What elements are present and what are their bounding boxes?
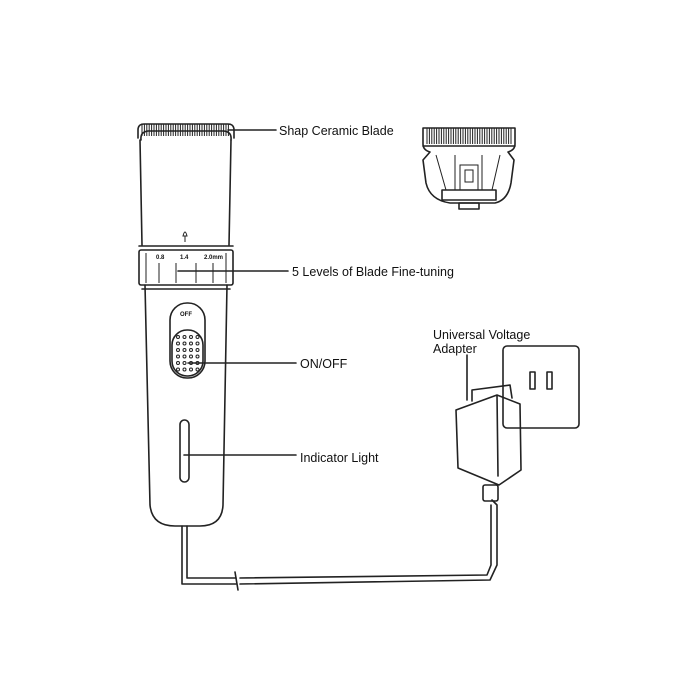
label-fine-tuning: 5 Levels of Blade Fine-tuning — [292, 265, 454, 279]
grip-dot — [189, 354, 193, 359]
grip-dot — [182, 335, 187, 339]
grip-dot — [176, 341, 180, 346]
grip-dot — [176, 354, 180, 359]
clipper-body — [137, 123, 235, 527]
grip-dot — [182, 341, 187, 346]
label-ceramic-blade: Shap Ceramic Blade — [279, 124, 394, 138]
grip-dot — [195, 354, 200, 359]
grip-dot — [189, 341, 193, 346]
grip-dot — [176, 348, 180, 352]
grip-dot — [195, 367, 200, 372]
label-indicator-light: Indicator Light — [300, 451, 379, 465]
label-adapter-line2: Adapter — [433, 342, 477, 356]
on-off-switch: OFF — [169, 302, 206, 379]
grip-dot — [176, 335, 180, 339]
grip-dot — [195, 341, 200, 346]
switch-grip-dots — [176, 335, 200, 372]
grip-dot — [182, 361, 187, 365]
label-adapter-line1: Universal Voltage — [433, 328, 530, 342]
power-cord — [181, 499, 498, 585]
fine-tuning-dial: 0.8 1.4 2.0mm — [138, 231, 234, 290]
grip-dot — [182, 348, 187, 352]
dial-mark-2-0: 2.0mm — [204, 255, 223, 261]
grip-dot — [189, 348, 193, 352]
grip-dot — [182, 367, 187, 372]
wall-outlet — [502, 345, 580, 429]
blade-teeth — [141, 124, 229, 136]
grip-dot — [176, 367, 180, 372]
switch-off-label: OFF — [180, 312, 192, 318]
blade-tooth-lines — [141, 124, 229, 136]
power-adapter — [455, 345, 580, 502]
label-on-off: ON/OFF — [300, 357, 348, 371]
grip-dot — [182, 354, 187, 359]
dial-mark-0-8: 0.8 — [156, 255, 165, 261]
grip-dot — [176, 361, 180, 365]
blade-tooth-lines — [426, 128, 512, 144]
grip-dot — [189, 367, 193, 372]
indicator-light — [179, 419, 190, 483]
dial-mark-1-4: 1.4 — [180, 255, 189, 261]
grip-dot — [195, 348, 200, 352]
grip-dot — [195, 335, 200, 339]
blade-head-detail — [422, 127, 516, 210]
grip-dot — [189, 335, 193, 339]
